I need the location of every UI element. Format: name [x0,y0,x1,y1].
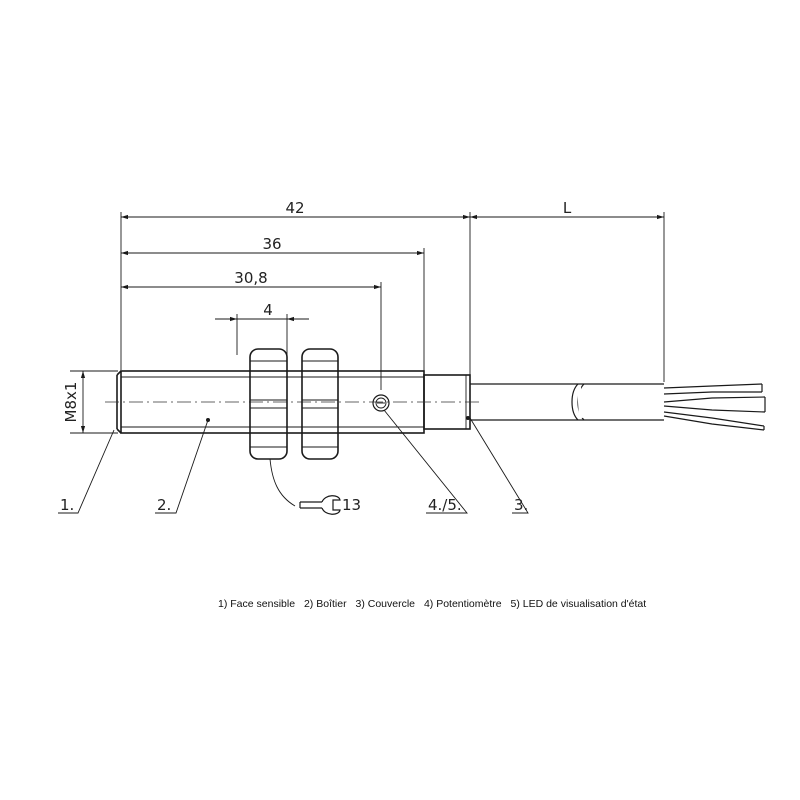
wrench-size-label: 13 [342,496,361,514]
potentiometer [372,394,390,412]
dim-thread-label: M8x1 [62,382,80,423]
legend: 1) Face sensible 2) Boîtier 3) Couvercle… [218,598,778,610]
legend-item-1: 1) Face sensible [218,598,296,610]
sensor-housing [105,370,480,434]
nut-1 [249,348,288,460]
dim-nut-width-label: 4 [263,301,273,319]
cable [470,383,664,421]
callout-1: 1. [60,496,74,514]
callout-2: 2. [157,496,171,514]
legend-item-5: 5) LED de visualisation d'état [510,598,647,610]
callout-3: 3. [514,496,528,514]
dim-body-label: 36 [262,235,281,253]
wrench-icon [299,495,341,515]
dim-potentiometer-label: 30,8 [234,269,267,287]
legend-item-3: 3) Couvercle [355,598,416,610]
nut-2 [301,348,339,460]
dimension-lines [80,214,664,433]
dim-cable-length-label: L [563,199,572,217]
extension-lines [70,212,665,434]
cable-wires [663,383,766,431]
legend-item-4: 4) Potentiomètre [423,598,502,610]
leader-lines [58,409,529,514]
cover-mark [466,416,470,420]
dim-overall-label: 42 [285,199,304,217]
callout-4-5: 4./5. [428,496,462,514]
legend-item-2: 2) Boîtier [303,598,347,610]
